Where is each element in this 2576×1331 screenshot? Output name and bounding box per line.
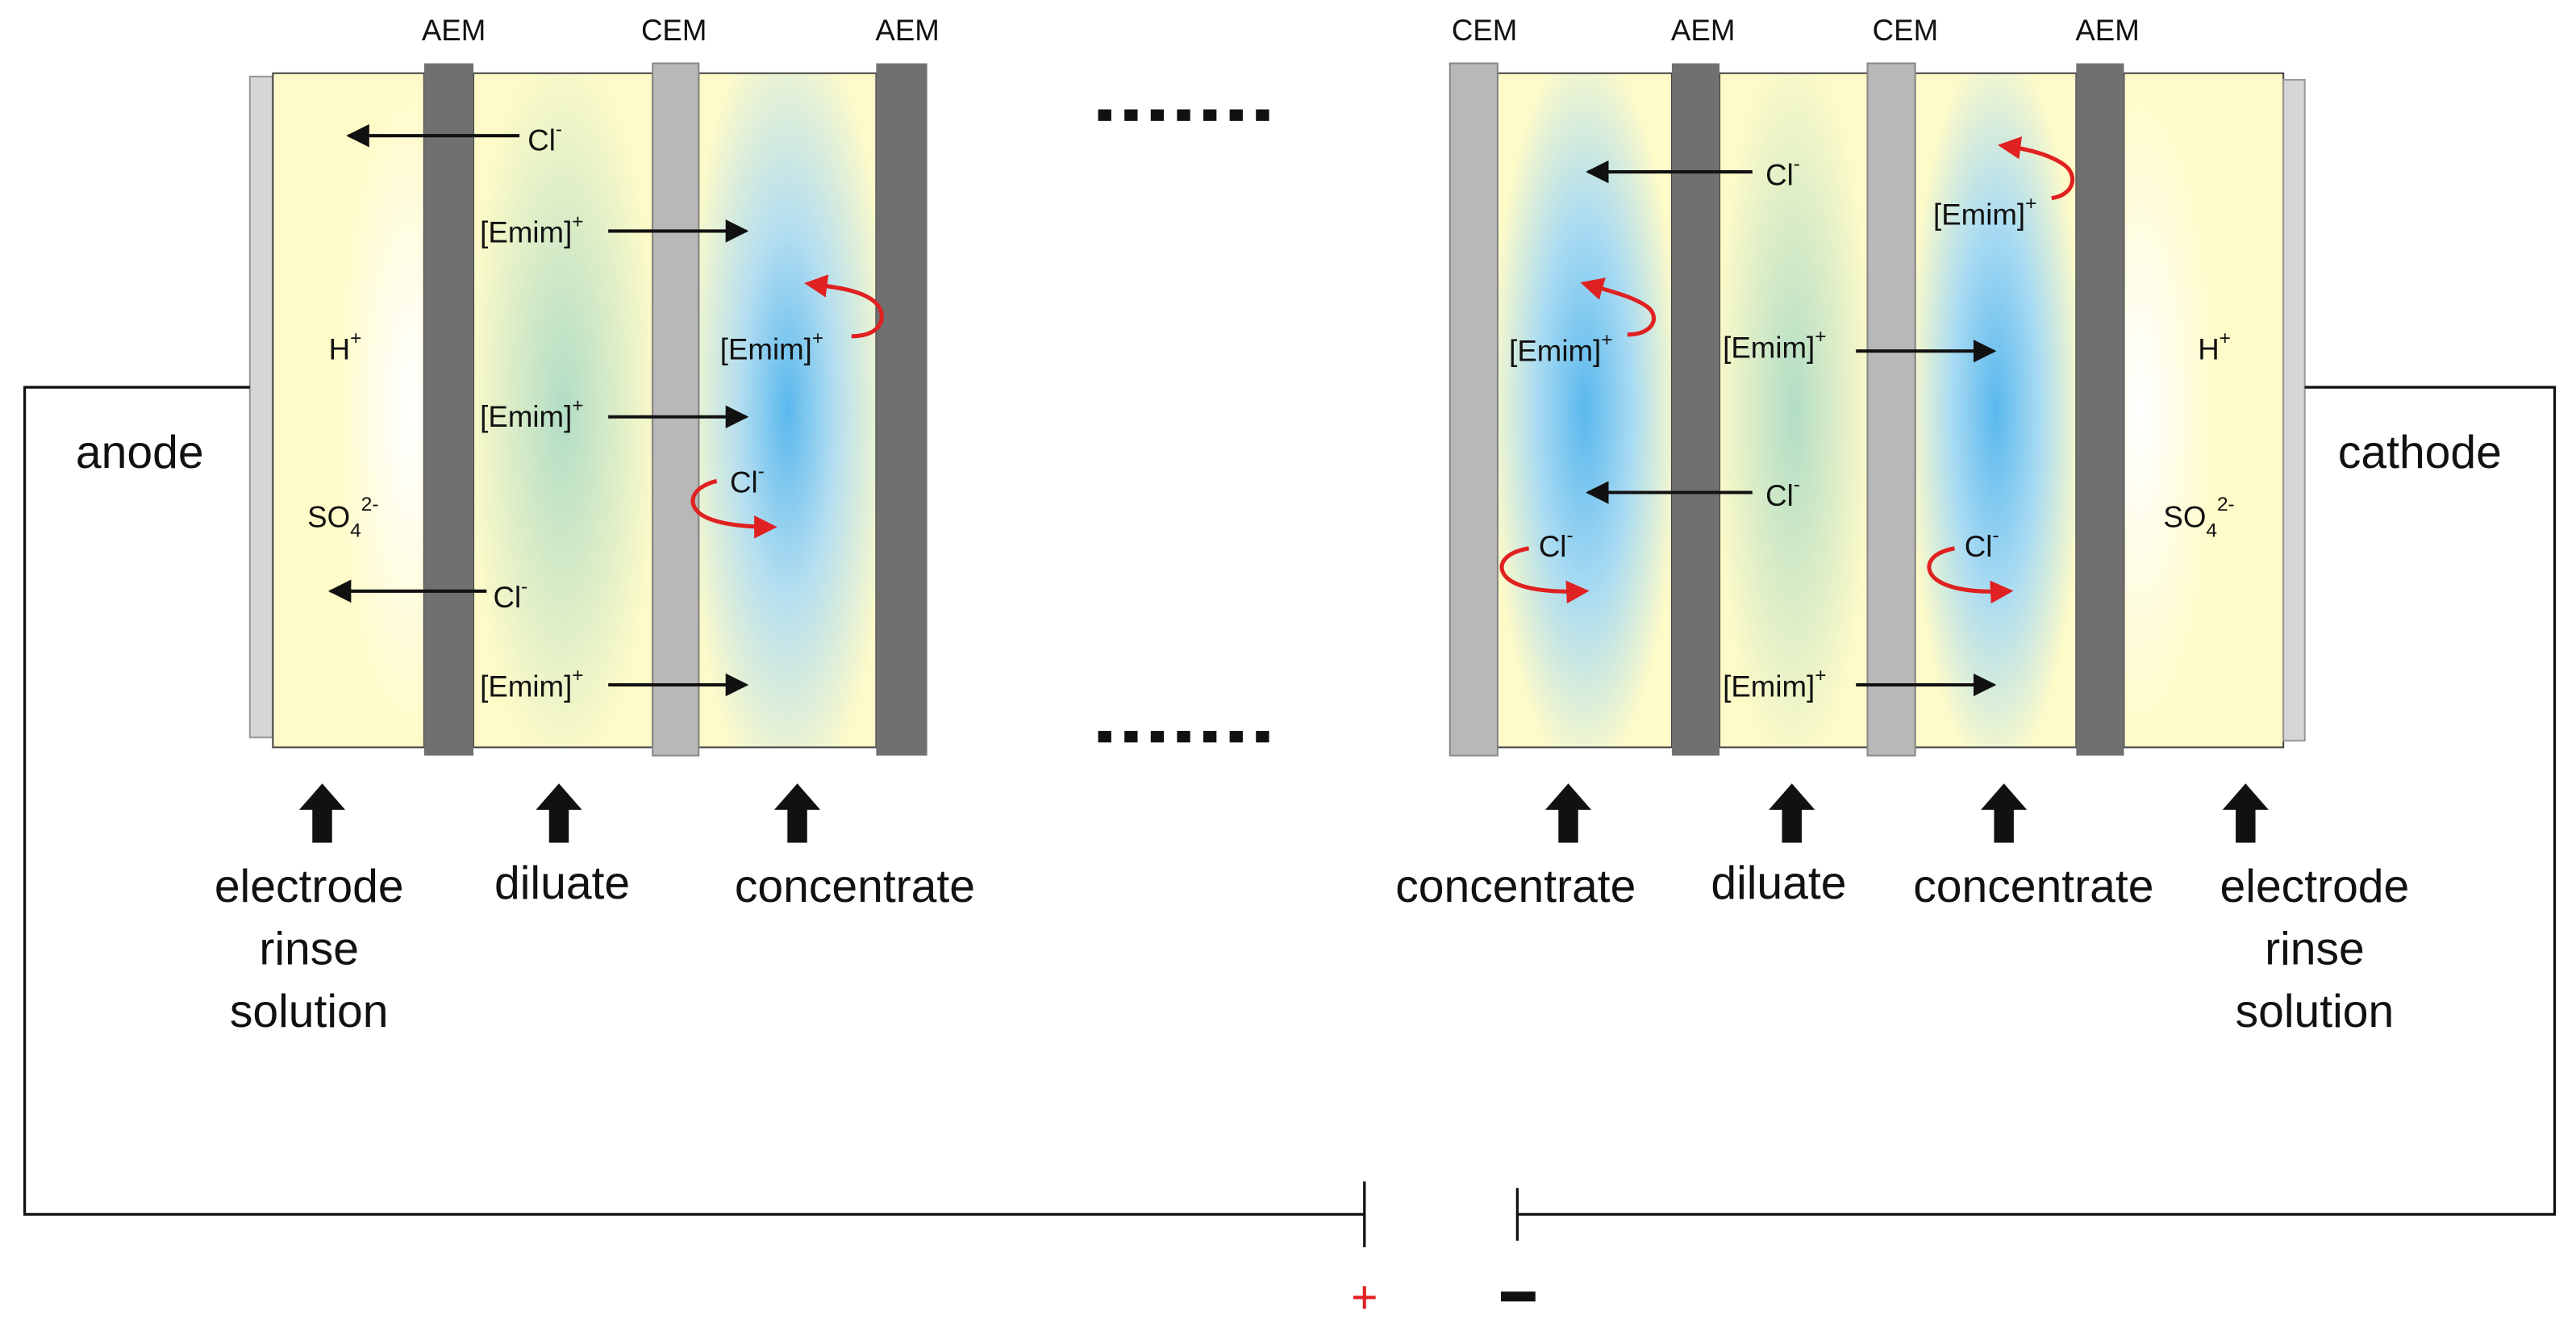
curved-rejection-arrow-icon xyxy=(690,478,777,539)
emim-label: [Emim]+ xyxy=(1509,329,1612,367)
membrane-label: CEM xyxy=(1452,14,1517,47)
stack-continuation-dots xyxy=(1098,109,1269,743)
aem-membrane xyxy=(876,63,927,756)
proton-label: H+ xyxy=(329,328,362,365)
stream-label: electrode xyxy=(215,861,404,912)
cathode-label: cathode xyxy=(2338,427,2502,478)
proton-label: H+ xyxy=(2198,328,2231,365)
stream-label: solution xyxy=(2236,986,2395,1037)
anode-label: anode xyxy=(76,427,204,478)
stream-label: diluate xyxy=(494,857,630,909)
cem-membrane xyxy=(652,62,700,757)
emim-label: [Emim]+ xyxy=(1723,326,1826,364)
cathode-rinse-compartment xyxy=(2123,72,2285,749)
membrane-label: AEM xyxy=(422,14,486,47)
left-stack xyxy=(248,62,927,757)
negative-terminal-sign xyxy=(1500,1291,1536,1302)
right-concentrate-compartment xyxy=(1914,72,2078,749)
curved-rejection-arrow-icon xyxy=(1499,546,1590,604)
stream-label: solution xyxy=(230,986,389,1037)
membrane-label: CEM xyxy=(1873,14,1939,47)
sulfate-label: SO42- xyxy=(2163,494,2234,542)
cem-membrane xyxy=(1866,62,1916,757)
emim-label: [Emim]+ xyxy=(480,211,583,248)
curved-rejection-arrow-icon xyxy=(1997,136,2075,201)
left-diluate-compartment xyxy=(473,72,654,749)
cem-membrane xyxy=(1448,62,1498,757)
aem-membrane xyxy=(2076,63,2124,756)
aem-membrane xyxy=(1671,63,1720,756)
chloride-label: Cl- xyxy=(1765,153,1800,191)
emim-label: [Emim]+ xyxy=(480,665,583,703)
up-arrow-icon xyxy=(2222,783,2269,843)
aem-membrane xyxy=(423,63,474,756)
stream-label: concentrate xyxy=(735,861,975,912)
stream-label: concentrate xyxy=(1913,861,2153,912)
anode-plate xyxy=(248,75,274,739)
anode-rinse-compartment xyxy=(272,72,425,749)
membrane-label: CEM xyxy=(641,14,707,47)
curved-rejection-arrow-icon xyxy=(1927,546,2014,604)
stream-label: rinse xyxy=(259,924,359,975)
curved-rejection-arrow-icon xyxy=(804,274,884,339)
chloride-label: Cl- xyxy=(730,461,765,499)
up-arrow-icon xyxy=(536,783,582,843)
up-arrow-icon xyxy=(1981,783,2028,843)
cathode-plate xyxy=(2282,78,2306,742)
chloride-label: Cl- xyxy=(493,576,527,614)
emim-label: [Emim]+ xyxy=(480,395,583,433)
membrane-label: AEM xyxy=(2075,14,2139,47)
stream-label: concentrate xyxy=(1395,861,1636,912)
chloride-label: Cl- xyxy=(527,119,562,156)
up-arrow-icon xyxy=(1769,783,1815,843)
external-circuit xyxy=(23,386,2557,1248)
chloride-label: Cl- xyxy=(1765,474,1800,511)
right-diluate-compartment xyxy=(1719,72,1869,749)
membrane-label: AEM xyxy=(875,14,939,47)
chloride-label: Cl- xyxy=(1965,525,1999,563)
left-concentrate-compartment xyxy=(698,72,877,749)
membrane-label: AEM xyxy=(1671,14,1735,47)
sulfate-label: SO42- xyxy=(307,494,378,542)
chloride-label: Cl- xyxy=(1539,525,1574,563)
right-stack xyxy=(1448,62,2306,757)
up-arrow-icon xyxy=(1544,783,1592,843)
curved-rejection-arrow-icon xyxy=(1580,277,1657,337)
stream-label: electrode xyxy=(2220,861,2410,912)
stream-label: rinse xyxy=(2265,924,2365,975)
positive-terminal-sign: + xyxy=(1351,1272,1378,1324)
right-concentrate-compartment xyxy=(1496,72,1673,749)
emim-label: [Emim]+ xyxy=(720,328,823,365)
stream-label: diluate xyxy=(1711,857,1846,909)
emim-label: [Emim]+ xyxy=(1933,193,2036,231)
emim-label: [Emim]+ xyxy=(1723,665,1826,703)
up-arrow-icon xyxy=(298,783,346,843)
up-arrow-icon xyxy=(774,783,821,843)
